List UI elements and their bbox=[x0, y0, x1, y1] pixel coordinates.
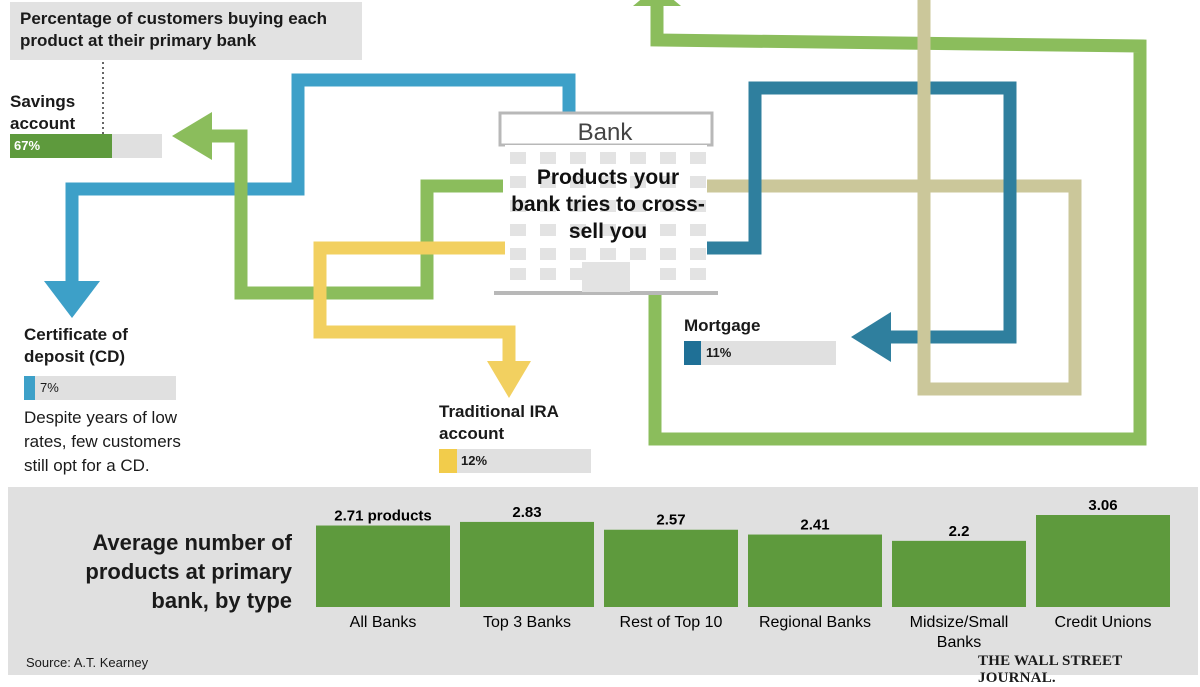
bar-value-label: 2.83 bbox=[512, 504, 541, 521]
category-label: Rest of Top 10 bbox=[620, 614, 723, 631]
building-window bbox=[510, 268, 526, 280]
mortgage-label: Mortgage bbox=[684, 316, 761, 335]
building-window bbox=[570, 224, 586, 236]
publisher-logo: THE WALL STREET JOURNAL. bbox=[978, 653, 1123, 686]
cd-percent: 7% bbox=[40, 380, 59, 395]
header-box: Percentage of customers buying each prod… bbox=[10, 2, 362, 60]
mortgage-bar: 11% bbox=[684, 341, 836, 365]
building-window bbox=[660, 224, 676, 236]
bar-value-label: 2.41 bbox=[800, 517, 829, 534]
savings-bar: 67% bbox=[10, 134, 162, 158]
building-window bbox=[570, 176, 586, 188]
building-window bbox=[630, 224, 646, 236]
ira-bar: 12% bbox=[439, 449, 591, 473]
building-window bbox=[600, 248, 616, 260]
building-window bbox=[690, 248, 706, 260]
cd-note: Despite years of low rates, few customer… bbox=[24, 408, 181, 475]
arrow-head-mortgage bbox=[851, 312, 891, 362]
building-window bbox=[660, 268, 676, 280]
bar bbox=[1036, 515, 1170, 607]
bar-value-label: 2.71 products bbox=[334, 508, 432, 525]
building-window bbox=[660, 152, 676, 164]
cd-label: Certificate of deposit (CD) bbox=[24, 325, 128, 366]
building-window bbox=[600, 176, 616, 188]
bar-value-label: 2.57 bbox=[656, 512, 685, 529]
arrow-head-top bbox=[633, 0, 681, 6]
building-window bbox=[660, 176, 676, 188]
building-window bbox=[630, 176, 646, 188]
building-window bbox=[660, 200, 676, 212]
building-window bbox=[660, 248, 676, 260]
building-window bbox=[690, 224, 706, 236]
building-window bbox=[510, 248, 526, 260]
bar bbox=[460, 521, 594, 607]
building-window bbox=[540, 248, 556, 260]
savings-percent: 67% bbox=[14, 138, 41, 153]
category-label: Regional Banks bbox=[759, 614, 871, 631]
source-note: Source: A.T. Kearney bbox=[26, 655, 149, 670]
building-window bbox=[540, 176, 556, 188]
building-window bbox=[540, 224, 556, 236]
ira-percent: 12% bbox=[461, 453, 488, 468]
building-window bbox=[540, 152, 556, 164]
building-window bbox=[690, 268, 706, 280]
teal-route-mortgage bbox=[705, 81, 1017, 344]
blue-route-cd bbox=[65, 73, 576, 282]
building-window bbox=[570, 152, 586, 164]
building-window bbox=[690, 200, 706, 212]
category-label: All Banks bbox=[350, 614, 417, 631]
building-window bbox=[600, 152, 616, 164]
bank-word: Bank bbox=[578, 119, 634, 146]
bar bbox=[892, 540, 1026, 607]
ira-bar-fill bbox=[439, 449, 458, 473]
arrow-head-savings bbox=[172, 112, 212, 160]
bar-value-label: 3.06 bbox=[1088, 497, 1117, 514]
building-window bbox=[630, 200, 646, 212]
green-route-outer bbox=[648, 6, 1147, 446]
bank-building bbox=[494, 111, 718, 295]
building-window bbox=[690, 176, 706, 188]
bar bbox=[316, 525, 450, 607]
building-window bbox=[630, 248, 646, 260]
building-window bbox=[600, 200, 616, 212]
mortgage-bar-fill bbox=[684, 341, 701, 365]
arrow-head-ira bbox=[487, 361, 531, 398]
mortgage-percent: 11% bbox=[706, 345, 732, 360]
building-window bbox=[570, 248, 586, 260]
yellow-route-ira bbox=[313, 241, 516, 362]
building-window bbox=[600, 224, 616, 236]
building-window bbox=[510, 152, 526, 164]
category-label: Top 3 Banks bbox=[483, 614, 571, 631]
building-window bbox=[510, 224, 526, 236]
savings-bar-fill bbox=[10, 134, 112, 158]
arrow-head-cd bbox=[44, 281, 100, 318]
ira-label: Traditional IRA account bbox=[439, 402, 559, 443]
savings-label: Savings account bbox=[10, 92, 76, 133]
cd-bar-fill bbox=[24, 376, 35, 400]
building-window bbox=[630, 152, 646, 164]
category-label: Credit Unions bbox=[1055, 614, 1152, 631]
building-window bbox=[540, 200, 556, 212]
building-window bbox=[690, 152, 706, 164]
building-window bbox=[570, 200, 586, 212]
building-window bbox=[510, 200, 526, 212]
bar bbox=[748, 534, 882, 607]
chart-title: Average number of products at primary ba… bbox=[85, 530, 292, 613]
center-text: Products your bank tries to cross-sell y… bbox=[511, 166, 705, 243]
building-window bbox=[540, 268, 556, 280]
bar-value-label: 2.2 bbox=[949, 523, 970, 540]
building-window bbox=[510, 176, 526, 188]
bar bbox=[604, 529, 738, 607]
cd-bar: 7% bbox=[24, 376, 176, 400]
green-route-savings bbox=[210, 129, 503, 300]
